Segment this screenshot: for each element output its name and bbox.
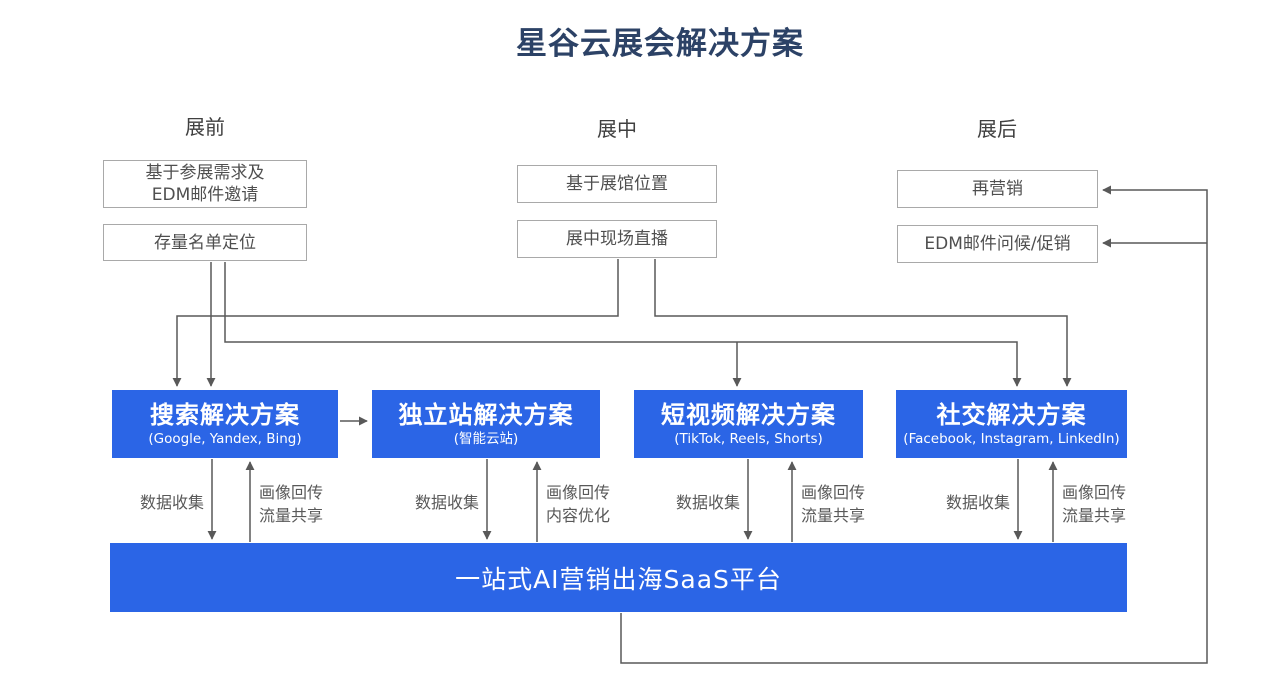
solution-subtitle-short-video: (TikTok, Reels, Shorts) xyxy=(674,430,823,447)
platform-bar: 一站式AI营销出海SaaS平台 xyxy=(110,543,1127,612)
solution-card-website: 独立站解决方案 (智能云站) xyxy=(372,390,600,458)
arrow-live-to-social xyxy=(654,259,1072,387)
solution-title-website: 独立站解决方案 xyxy=(398,400,574,429)
solution-card-social: 社交解决方案 (Facebook, Instagram, LinkedIn) xyxy=(896,390,1127,458)
arrow-live-to-search xyxy=(172,259,619,387)
stage-header-post-show: 展后 xyxy=(977,117,1017,141)
solution-subtitle-social: (Facebook, Instagram, LinkedIn) xyxy=(903,430,1120,447)
box-remarketing: 再营销 xyxy=(897,170,1098,208)
flow-label-data-collect-4: 数据收集 xyxy=(945,493,1010,512)
box-venue-location: 基于展馆位置 xyxy=(517,165,717,203)
solution-card-short-video: 短视频解决方案 (TikTok, Reels, Shorts) xyxy=(634,390,863,458)
stage-header-during-show: 展中 xyxy=(597,117,637,141)
box-live-stream: 展中现场直播 xyxy=(517,220,717,258)
flow-label-feedback-1: 画像回传 流量共享 xyxy=(259,483,324,525)
flow-label-data-collect-2: 数据收集 xyxy=(414,493,479,512)
stage-header-pre-show: 展前 xyxy=(185,115,225,139)
box-edm-followup: EDM邮件问候/促销 xyxy=(897,225,1098,263)
page-title: 星谷云展会解决方案 xyxy=(516,26,804,62)
box-edm-invite: 基于参展需求及 EDM邮件邀请 xyxy=(103,160,307,208)
flow-label-data-collect-1: 数据收集 xyxy=(139,493,204,512)
box-existing-list: 存量名单定位 xyxy=(103,224,307,261)
arrow-list-to-social xyxy=(224,262,1022,387)
solution-subtitle-search: (Google, Yandex, Bing) xyxy=(148,430,302,447)
solution-card-search: 搜索解决方案 (Google, Yandex, Bing) xyxy=(112,390,338,458)
solution-title-search: 搜索解决方案 xyxy=(150,400,300,429)
flow-label-data-collect-3: 数据收集 xyxy=(675,493,740,512)
solution-title-social: 社交解决方案 xyxy=(936,400,1087,429)
flow-label-feedback-4: 画像回传 流量共享 xyxy=(1062,483,1127,525)
solution-subtitle-website: (智能云站) xyxy=(453,430,519,447)
flow-label-feedback-2: 画像回传 内容优化 xyxy=(546,483,611,525)
solution-title-short-video: 短视频解决方案 xyxy=(661,400,836,429)
flow-label-feedback-3: 画像回传 流量共享 xyxy=(801,483,866,525)
